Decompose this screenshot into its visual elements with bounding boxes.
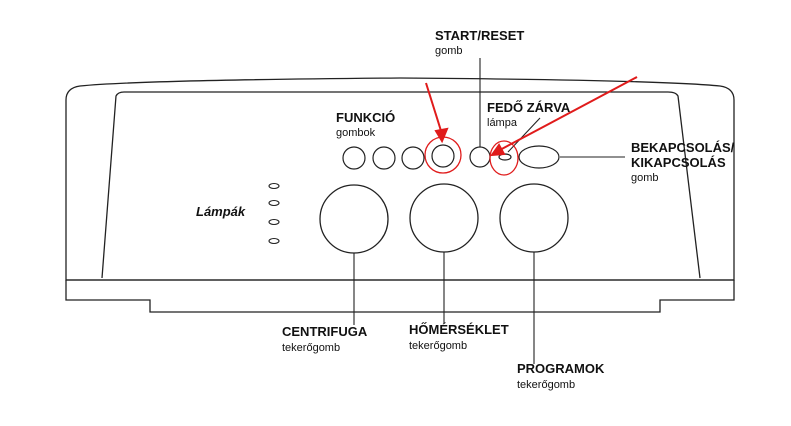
- start-reset-button[interactable]: [469, 146, 491, 168]
- lid-closed-title: FEDŐ ZÁRVA: [487, 100, 571, 115]
- function-title: FUNKCIÓ: [336, 110, 395, 125]
- temperature-knob[interactable]: [409, 183, 479, 253]
- lid-closed-sub: lámpa: [487, 117, 518, 129]
- highlight-lid-lamp: [489, 140, 519, 176]
- panel-housing: [65, 77, 735, 313]
- red-arrows: [425, 76, 638, 157]
- leader-lines: [353, 58, 625, 364]
- power-sub: gomb: [631, 172, 659, 184]
- function-button-3[interactable]: [401, 146, 425, 170]
- spin-title: CENTRIFUGA: [282, 324, 368, 339]
- lamp-1: [268, 182, 280, 190]
- spin-sub: tekerőgomb: [282, 342, 340, 354]
- function-buttons: [342, 144, 455, 170]
- power-title-line2: KIKAPCSOLÁS: [631, 155, 726, 170]
- lamp-3: [268, 218, 280, 226]
- power-button[interactable]: [518, 145, 560, 169]
- temperature-sub: tekerőgomb: [409, 340, 467, 352]
- power-title-line1: BEKAPCSOLÁS/: [631, 140, 735, 155]
- function-button-1[interactable]: [342, 146, 366, 170]
- highlights: [424, 136, 519, 176]
- red-arrow-2: [497, 76, 638, 152]
- start-reset-sub: gomb: [435, 45, 463, 57]
- indicator-lamps: [268, 182, 280, 245]
- temperature-title: HŐMÉRSÉKLET: [409, 322, 509, 337]
- function-sub: gombok: [336, 127, 376, 139]
- program-knob[interactable]: [499, 183, 569, 253]
- program-title: PROGRAMOK: [517, 361, 605, 376]
- spin-knob[interactable]: [319, 184, 389, 254]
- lamp-4: [268, 237, 280, 245]
- red-arrow-1-head: [434, 127, 449, 144]
- function-button-4[interactable]: [431, 144, 455, 168]
- start-reset-title: START/RESET: [435, 28, 524, 43]
- lamp-2: [268, 199, 280, 207]
- leader-lid-lamp: [507, 117, 541, 153]
- lamps-label: Lámpák: [196, 204, 246, 219]
- program-sub: tekerőgomb: [517, 379, 575, 391]
- highlight-function-button: [424, 136, 462, 174]
- red-arrow-2-head: [489, 143, 506, 157]
- red-arrow-1: [425, 82, 443, 135]
- function-button-2[interactable]: [372, 146, 396, 170]
